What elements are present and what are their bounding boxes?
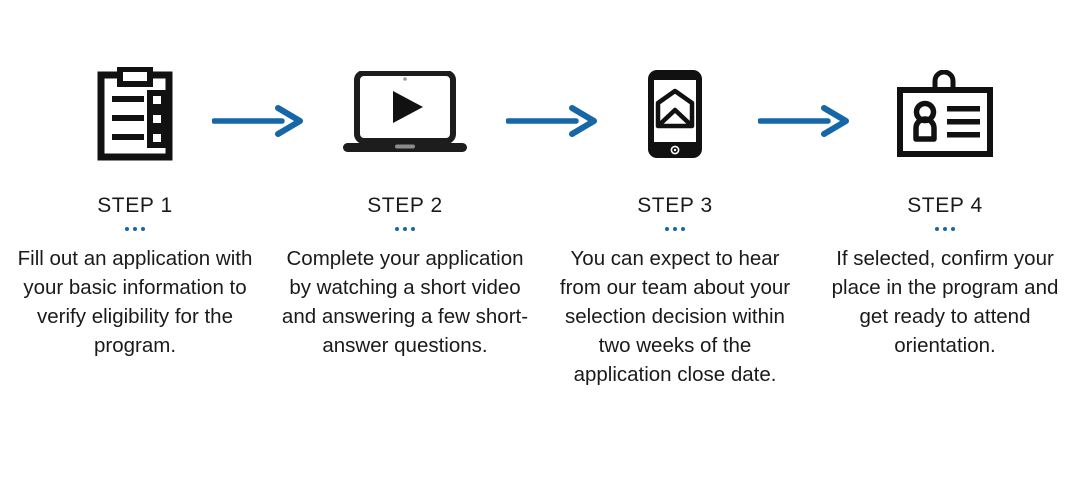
dot [943, 227, 947, 231]
step-1-icon-slot [96, 55, 174, 173]
dot [665, 227, 669, 231]
arrow-step2-to-step3 [506, 104, 598, 138]
step-3: STEP 3 You can expect to hear from our t… [540, 0, 810, 390]
step-2-dots [395, 227, 415, 231]
step-1-dots [125, 227, 145, 231]
arrow-step3-to-step4 [758, 104, 850, 138]
step-2-description: Complete your application by watching a … [281, 247, 529, 358]
step-3-icon-slot [645, 55, 705, 173]
laptop-video-play-icon [341, 71, 469, 157]
dot [395, 227, 399, 231]
step-4-label: STEP 4 [907, 194, 983, 217]
dot [673, 227, 677, 231]
step-4-description: If selected, confirm your place in the p… [831, 247, 1059, 358]
step-4-dots [935, 227, 955, 231]
dot [133, 227, 137, 231]
dot [403, 227, 407, 231]
step-4-icon-slot [895, 55, 995, 173]
step-3-description: You can expect to hear from our team abo… [559, 247, 791, 387]
smartphone-open-envelope-icon [645, 67, 705, 161]
step-2-label: STEP 2 [367, 194, 443, 217]
id-badge-icon [895, 70, 995, 158]
step-3-dots [665, 227, 685, 231]
clipboard-checklist-icon [96, 67, 174, 161]
step-1-description: Fill out an application with your basic … [17, 247, 253, 358]
step-3-label: STEP 3 [637, 194, 713, 217]
step-2: STEP 2 Complete your application by watc… [270, 0, 540, 360]
dot [951, 227, 955, 231]
step-1-label: STEP 1 [97, 194, 173, 217]
step-4: STEP 4 If selected, confirm your place i… [810, 0, 1080, 360]
step-2-icon-slot [341, 55, 469, 173]
dot [935, 227, 939, 231]
dot [125, 227, 129, 231]
dot [411, 227, 415, 231]
dot [141, 227, 145, 231]
arrow-step1-to-step2 [212, 104, 304, 138]
dot [681, 227, 685, 231]
step-1: STEP 1 Fill out an application with your… [0, 0, 270, 360]
